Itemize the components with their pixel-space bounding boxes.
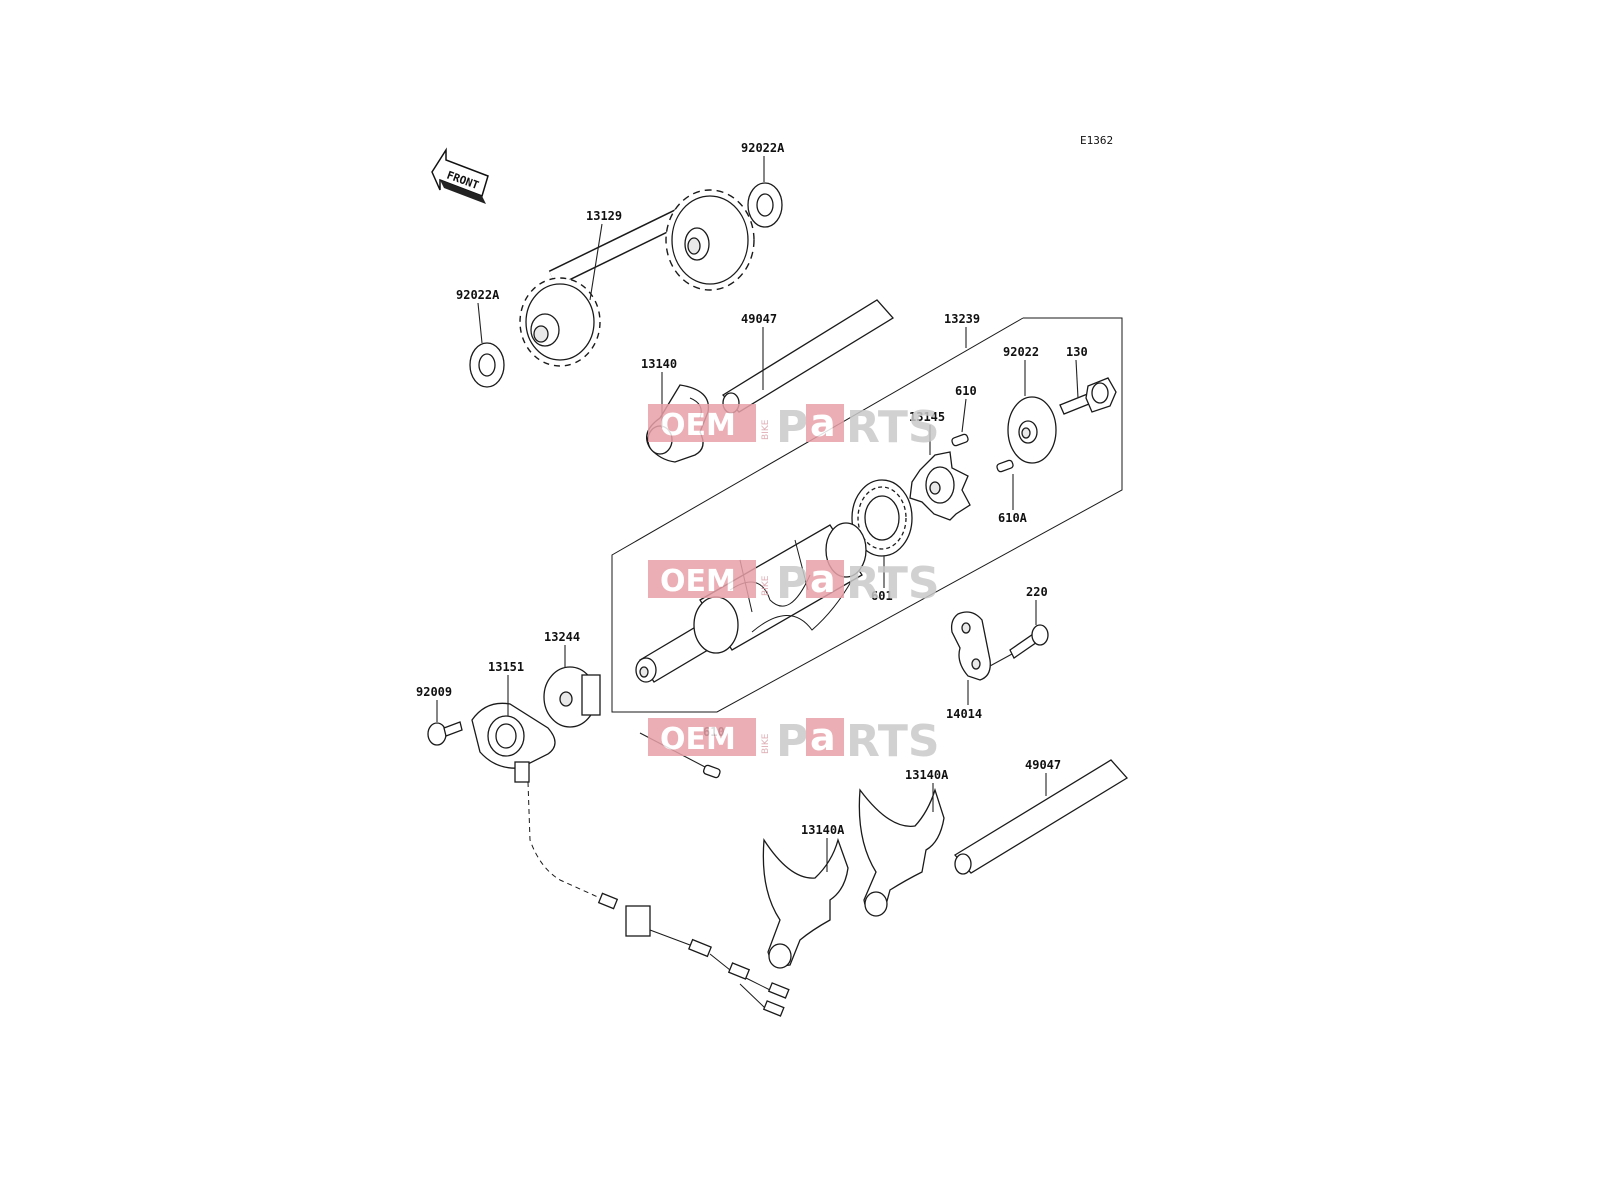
label-92022A-top: 92022A: [741, 141, 785, 155]
label-49047-bottom: 49047: [1025, 758, 1061, 772]
label-92022A-left: 92022A: [456, 288, 500, 302]
part-labels: 92022A 13129 92022A 49047 13239 13140 92…: [416, 141, 1088, 837]
screw-92009-icon: [427, 721, 463, 746]
sensor-13151-icon: [471, 702, 556, 783]
watermark-rts: RTS: [846, 402, 940, 453]
figure-code: E1362: [1080, 134, 1113, 147]
label-220: 220: [1026, 585, 1048, 599]
shift-rod-49047-bottom-icon: [953, 759, 1129, 875]
watermark-rts: RTS: [846, 558, 940, 609]
label-13145: 13145: [909, 410, 945, 424]
watermark-a: a: [810, 715, 836, 759]
label-13140A-left: 13140A: [801, 823, 845, 837]
label-14014: 14014: [946, 707, 982, 721]
gear-rear-icon: [665, 189, 755, 291]
shift-fork-13140A-right-icon: [858, 787, 945, 917]
wiring-harness-icon: [527, 781, 790, 1017]
star-plate-13145-icon: [909, 451, 971, 521]
watermark-a: a: [810, 401, 836, 445]
washer-92022-icon: [1007, 396, 1057, 464]
watermark-p: P: [776, 402, 808, 453]
bolt-220-icon: [1009, 624, 1049, 659]
pin-610-top-icon: [951, 433, 969, 447]
gear-shaft-13129: [519, 189, 755, 367]
label-610A: 610A: [998, 511, 1028, 525]
label-13239: 13239: [944, 312, 980, 326]
watermark-bike: BIKE: [761, 575, 771, 596]
shift-drum-assembly-bracket: [611, 317, 1123, 713]
shift-drum-icon: [635, 522, 867, 683]
label-49047-top: 49047: [741, 312, 777, 326]
plate-14014-icon: [950, 611, 991, 681]
label-13151: 13151: [488, 660, 524, 674]
watermark-a: a: [810, 557, 836, 601]
washer-92022A-left-icon: [469, 342, 505, 388]
watermark-bike: BIKE: [761, 733, 771, 754]
label-13140A-right: 13140A: [905, 768, 949, 782]
watermark-oem: OEM: [660, 564, 736, 599]
label-92009: 92009: [416, 685, 452, 699]
watermark-oem: OEM: [660, 408, 736, 443]
label-130: 130: [1066, 345, 1088, 359]
watermark-middle: OEM BIKE P a RTS: [648, 557, 940, 609]
label-13140: 13140: [641, 357, 677, 371]
bearing-601-icon: [851, 479, 913, 557]
label-601: 601: [871, 589, 893, 603]
watermark-bike: BIKE: [761, 419, 771, 440]
watermark-rts: RTS: [846, 716, 940, 767]
label-13244: 13244: [544, 630, 580, 644]
gear-front-icon: [519, 277, 601, 367]
cam-13244-icon: [543, 666, 601, 728]
watermark-p: P: [776, 558, 808, 609]
front-arrow-icon: FRONT: [431, 147, 489, 204]
watermark-top: OEM BIKE P a RTS: [648, 401, 940, 453]
shift-fork-13140A-left-icon: [762, 837, 849, 969]
watermark-bottom: OEM BIKE P a RTS: [648, 715, 940, 767]
label-13129: 13129: [586, 209, 622, 223]
pin-610A-icon: [996, 459, 1014, 473]
watermark-oem: OEM: [660, 722, 736, 757]
label-92022: 92022: [1003, 345, 1039, 359]
label-610-top: 610: [955, 384, 977, 398]
leader-lines: [436, 156, 1079, 872]
washer-92022A-top-icon: [747, 182, 783, 228]
bolt-130-icon: [1059, 377, 1117, 415]
watermark-p: P: [776, 716, 808, 767]
